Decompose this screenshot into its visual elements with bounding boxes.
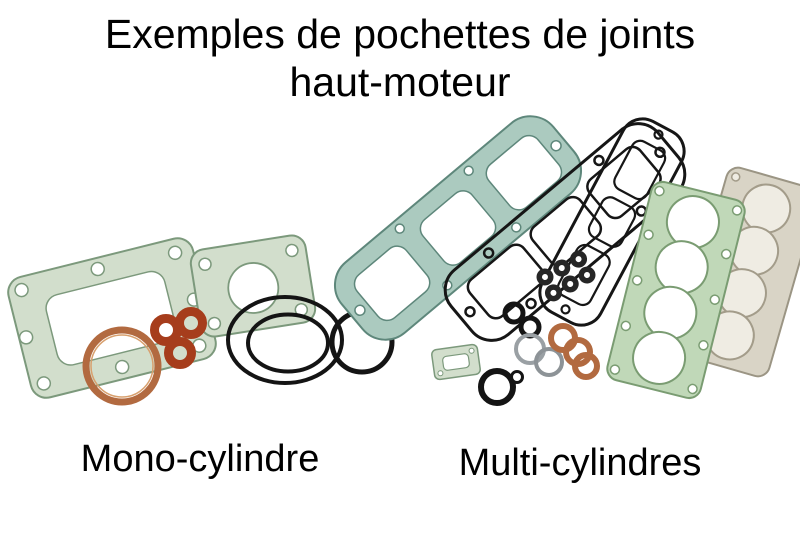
multi-copper-washers	[548, 323, 600, 380]
caption-mono-cylindre: Mono-cylindre	[80, 438, 320, 480]
page-title-line2: haut-moteur	[289, 59, 511, 105]
page-title: Exemples de pochettes de joints haut-mot…	[0, 10, 800, 106]
mono-base-gasket	[7, 237, 217, 399]
caption-multi-cylindres: Multi-cylindres	[458, 442, 702, 484]
multi-head-gasket-green	[606, 180, 746, 400]
multi-cover-gasket-teal	[333, 115, 583, 341]
bottom-seal-rings	[478, 368, 524, 406]
small-plate-gasket	[431, 343, 481, 381]
multi-cylinder-gasket-set	[333, 115, 800, 406]
orange-washers	[150, 307, 207, 369]
metal-rings	[514, 333, 564, 377]
valve-stem-seals	[536, 250, 596, 302]
page-title-line1: Exemples de pochettes de joints	[104, 11, 696, 57]
mono-head-gasket	[189, 234, 317, 338]
multi-cover-gasket-black-1	[443, 122, 687, 342]
copper-gasket-ring	[82, 326, 162, 406]
mono-cylinder-gasket-set	[7, 234, 395, 406]
